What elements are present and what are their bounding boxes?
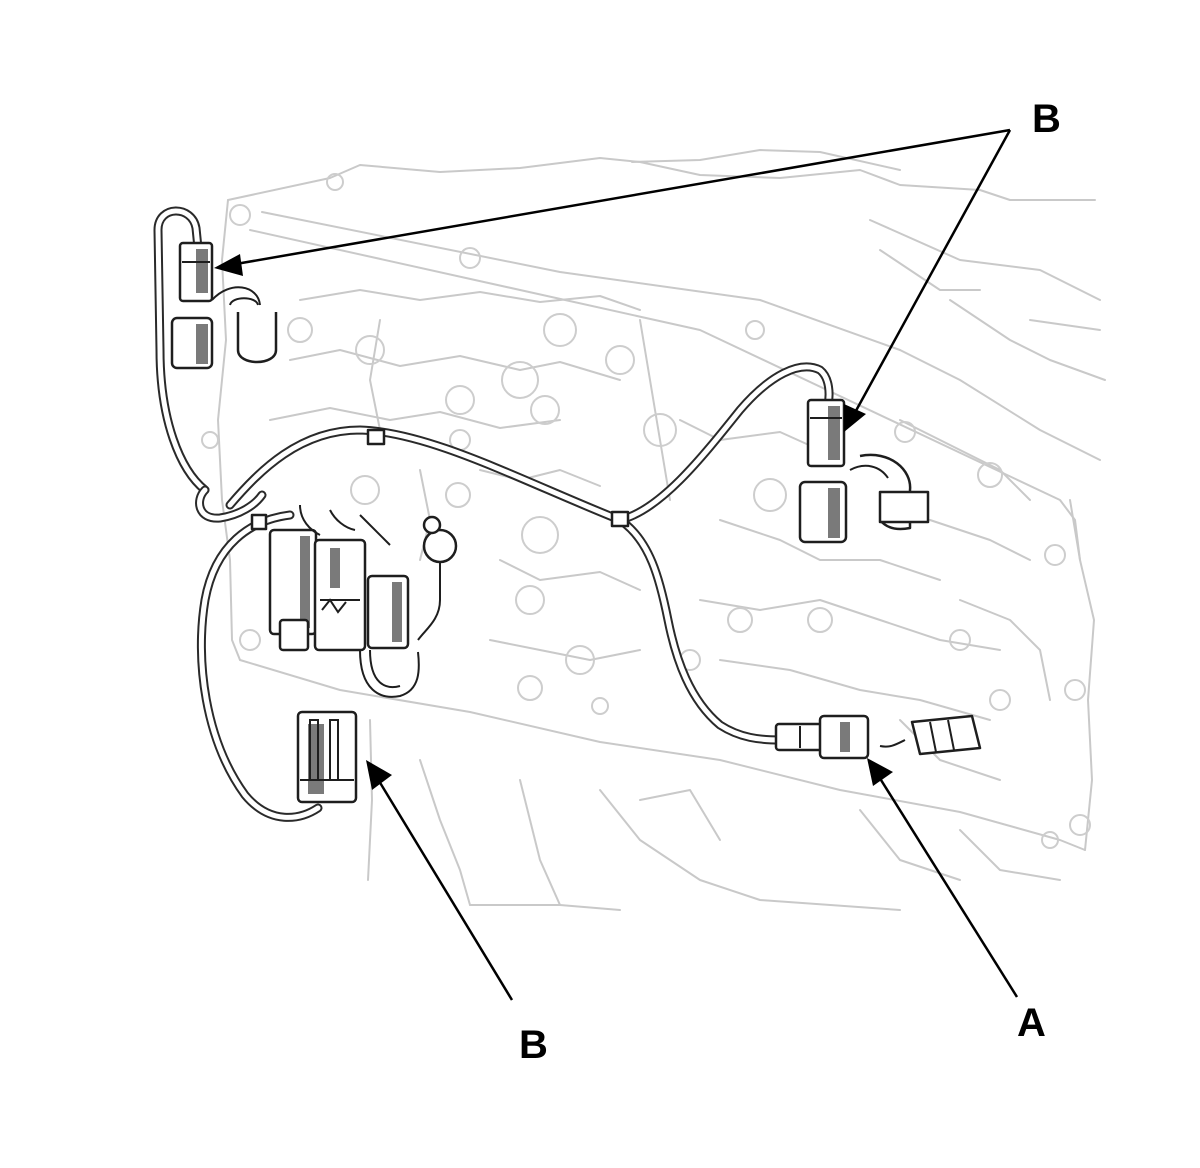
connector-a — [774, 714, 870, 760]
wire-harness — [153, 206, 834, 822]
bottom-left-connector-b — [296, 710, 358, 804]
callout-pointers — [214, 128, 1019, 1001]
right-connector-b — [806, 398, 846, 468]
callout-label-b-top: B — [1032, 97, 1061, 141]
callout-label-b-bottom: B — [519, 1023, 548, 1067]
callout-label-a: A — [1017, 1001, 1046, 1045]
top-left-solenoid — [170, 286, 278, 370]
pointer-b-to-right-connector — [850, 129, 1012, 419]
top-left-connector-b — [178, 241, 214, 303]
right-solenoid — [798, 453, 930, 544]
disconnected-mating-connector — [879, 714, 982, 756]
pointer-a-to-connector — [874, 771, 1019, 998]
center-connector-cluster — [268, 504, 458, 698]
pointer-b-to-bottom-connector — [374, 775, 514, 1001]
pointer-b-to-top-left-connector — [229, 128, 1011, 267]
transmission-housing-background — [201, 149, 1106, 911]
